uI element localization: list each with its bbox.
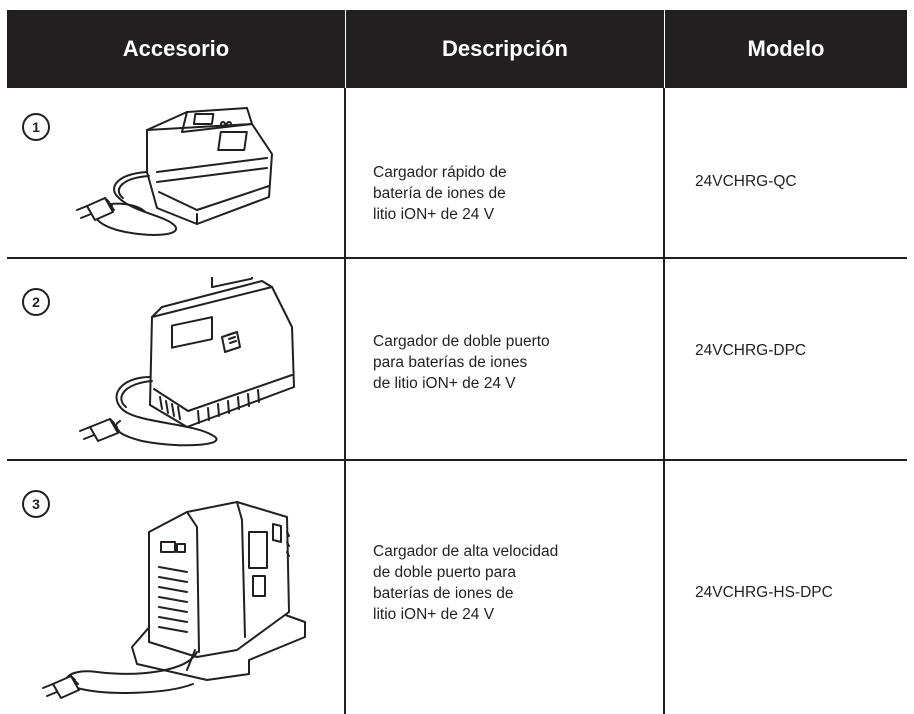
row-divider [7, 257, 907, 259]
row-divider [7, 459, 907, 461]
item-number-badge: 1 [22, 113, 50, 141]
header-modelo: Modelo [747, 36, 825, 61]
row-model: 24VCHRG-HS-DPC [695, 584, 833, 601]
description-line: batería de iones de [373, 185, 506, 202]
dual-port-charger-illustration [79, 277, 295, 447]
description-line: Cargador de alta velocidad [373, 543, 559, 560]
description-line: Cargador de doble puerto [373, 333, 550, 350]
row-description: Cargador rápido de batería de iones de l… [373, 162, 507, 225]
column-divider [663, 88, 665, 714]
item-number-badge: 3 [22, 490, 50, 518]
accessories-table: Accesorio Descripción Modelo 1 [7, 10, 907, 714]
description-line: baterías de iones de [373, 585, 514, 602]
item-number-badge: 2 [22, 288, 50, 316]
header-divider [345, 10, 346, 88]
description-line: Cargador rápido de [373, 164, 507, 181]
description-line: litio iON+ de 24 V [373, 606, 495, 623]
table-header: Accesorio Descripción Modelo [7, 10, 907, 88]
header-accesorio: Accesorio [122, 36, 230, 61]
description-line: para baterías de iones [373, 354, 528, 371]
row-model: 24VCHRG-QC [695, 173, 797, 190]
description-line: de litio iON+ de 24 V [373, 375, 516, 392]
row-description: Cargador de alta velocidad de doble puer… [373, 541, 558, 625]
quick-charger-illustration [76, 107, 273, 236]
column-divider [344, 88, 346, 714]
description-line: litio iON+ de 24 V [373, 206, 495, 223]
row-model: 24VCHRG-DPC [695, 342, 807, 359]
header-descripcion: Descripción [442, 36, 568, 61]
high-speed-dual-port-charger-illustration [42, 501, 306, 699]
header-divider [664, 10, 665, 88]
row-description: Cargador de doble puerto para baterías d… [373, 331, 550, 394]
description-line: de doble puerto para [373, 564, 517, 581]
